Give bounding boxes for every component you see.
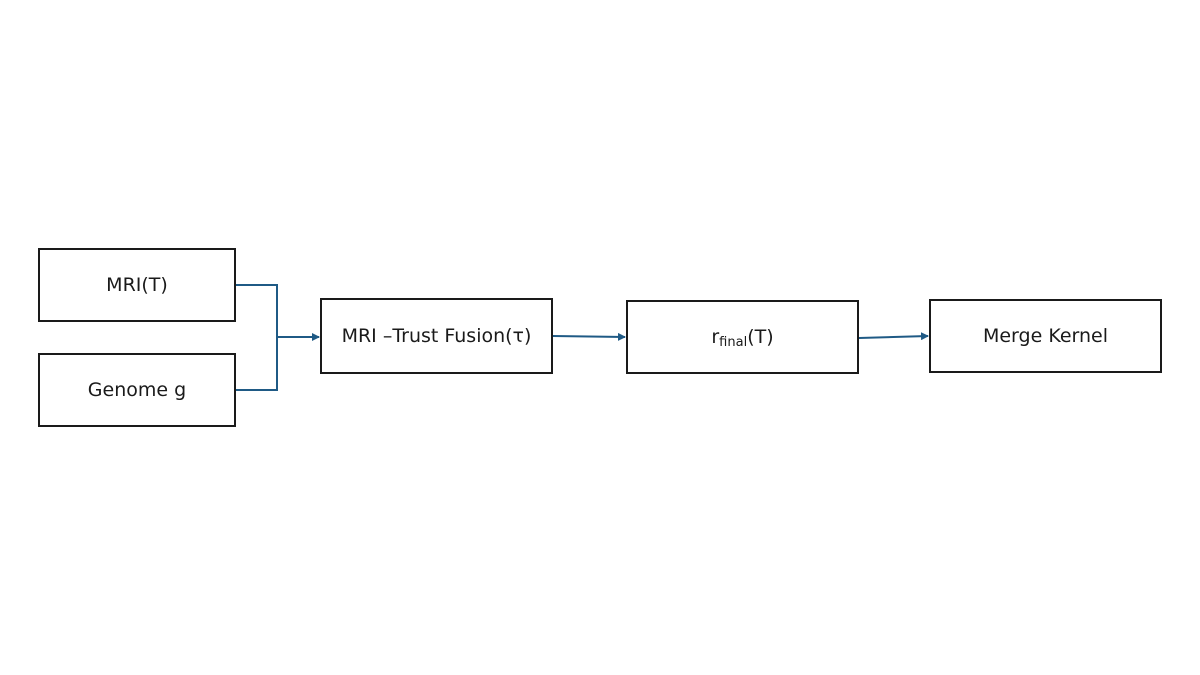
merge-kernel-node: Merge Kernel — [929, 299, 1162, 373]
edge-genome-to-fusion — [236, 337, 278, 391]
r-final-label: rfinal(T) — [711, 326, 774, 350]
trust-fusion-node: MRI –Trust Fusion(τ) — [320, 298, 553, 374]
mri-input-label: MRI(T) — [106, 274, 168, 296]
mri-input-node: MRI(T) — [38, 248, 236, 322]
edge-rfinal-to-merge — [858, 332, 929, 341]
r-final-base: r — [711, 326, 720, 348]
r-final-node: rfinal(T) — [626, 300, 859, 374]
genome-input-node: Genome g — [38, 353, 236, 427]
edges-layer — [236, 284, 929, 391]
edge-mri-to-fusion — [236, 284, 320, 341]
r-final-subscript: final — [719, 335, 748, 350]
genome-input-label: Genome g — [87, 379, 187, 401]
r-final-suffix: (T) — [747, 326, 774, 348]
merge-kernel-label: Merge Kernel — [982, 325, 1109, 347]
trust-fusion-label: MRI –Trust Fusion(τ) — [341, 325, 532, 347]
edge-fusion-to-rfinal — [552, 332, 626, 341]
